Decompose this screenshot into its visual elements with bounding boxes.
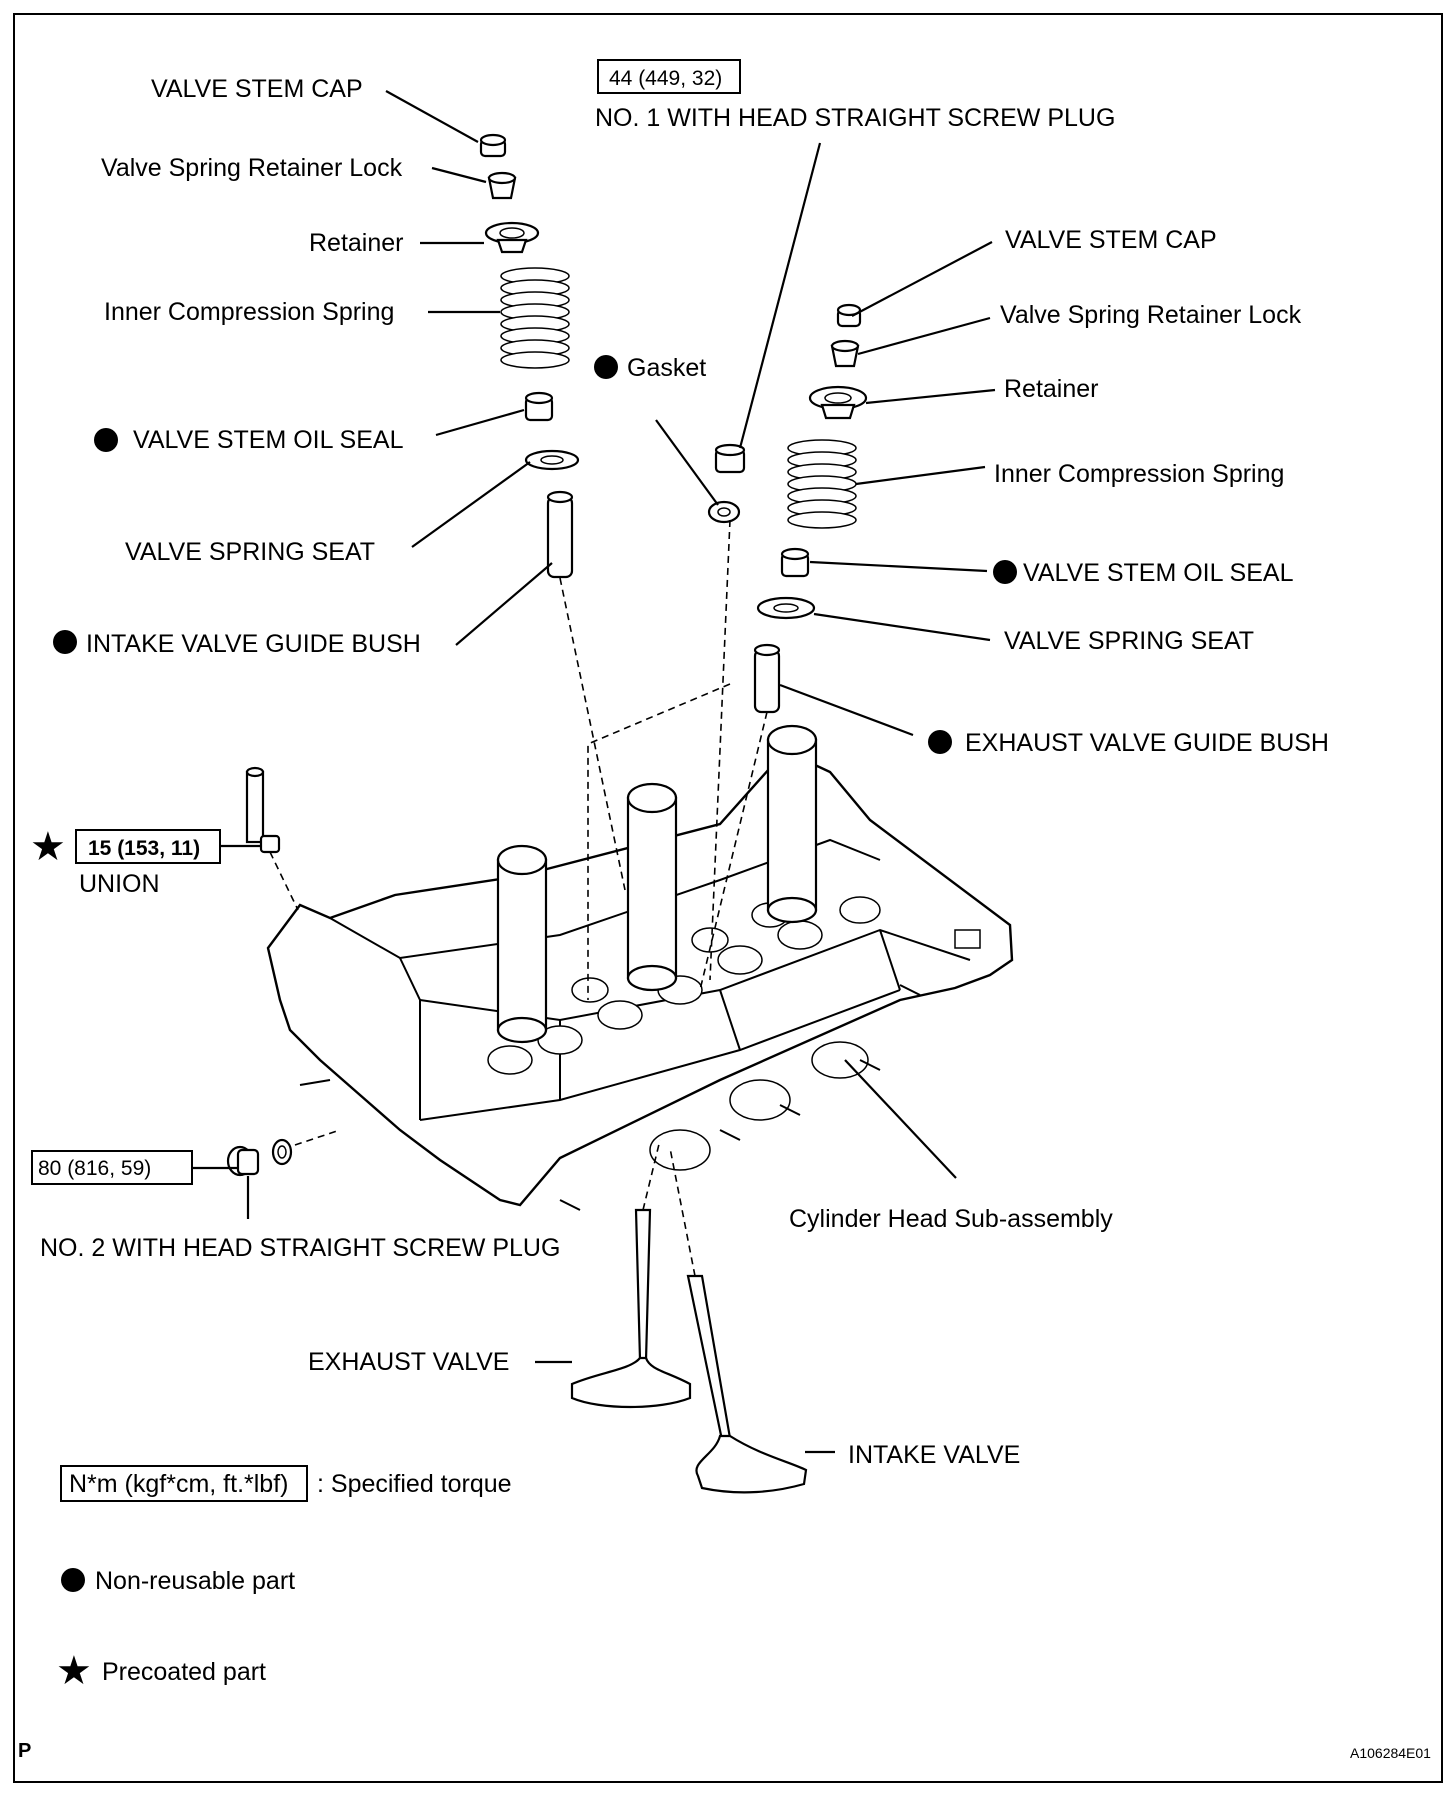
corner-letter: P xyxy=(18,1740,31,1762)
right-spring-coils xyxy=(787,439,857,529)
precoated-star-icon: ★ xyxy=(30,825,66,869)
label-left-spring-seat: VALVE SPRING SEAT xyxy=(125,538,375,566)
intake-valve-part xyxy=(686,1274,808,1494)
exhaust-valve-part xyxy=(570,1208,692,1409)
legend-non-reusable: Non-reusable part xyxy=(95,1567,295,1595)
label-exhaust-guide-bush: EXHAUST VALVE GUIDE BUSH xyxy=(965,729,1329,757)
legend-non-reusable-dot-icon xyxy=(61,1568,85,1592)
cylinder-head-drawing xyxy=(266,724,1014,1211)
label-left-retainer-lock: Valve Spring Retainer Lock xyxy=(101,154,403,182)
torque-value-union: 15 (153, 11) xyxy=(88,837,200,860)
legend-torque-box xyxy=(60,1465,308,1502)
label-intake-valve: INTAKE VALVE xyxy=(848,1441,1020,1469)
label-right-valve-stem-cap: VALVE STEM CAP xyxy=(1005,226,1217,254)
guide-towers xyxy=(496,724,818,1044)
torque-value-screw-plug-2: 80 (816, 59) xyxy=(38,1157,151,1180)
torque-box-screw-plug-1 xyxy=(597,59,741,94)
left-valve-stack xyxy=(479,133,580,579)
label-screw-plug-2: NO. 2 WITH HEAD STRAIGHT SCREW PLUG xyxy=(40,1234,560,1262)
torque-value-screw-plug-1: 44 (449, 32) xyxy=(609,67,722,90)
torque-box-screw-plug-2 xyxy=(31,1150,193,1185)
leader-lines xyxy=(193,90,996,1454)
screw-plug-2-part xyxy=(226,1138,293,1177)
non-reusable-dot-icon xyxy=(993,560,1017,584)
assembly-dash-lines xyxy=(269,519,768,1277)
figure-code: A106284E01 xyxy=(1350,1745,1431,1761)
diagram-border xyxy=(13,13,1443,1783)
non-reusable-dot-icon xyxy=(94,428,118,452)
legend-torque-desc: : Specified torque xyxy=(317,1470,512,1498)
label-left-inner-spring: Inner Compression Spring xyxy=(104,298,394,326)
label-left-retainer: Retainer xyxy=(309,229,404,257)
legend-torque-unit: N*m (kgf*cm, ft.*lbf) xyxy=(69,1470,288,1498)
label-union: UNION xyxy=(79,870,160,898)
label-intake-guide-bush: INTAKE VALVE GUIDE BUSH xyxy=(86,630,421,658)
non-reusable-dot-icon xyxy=(594,355,618,379)
legend-precoated: Precoated part xyxy=(102,1658,266,1686)
label-screw-plug-1: NO. 1 WITH HEAD STRAIGHT SCREW PLUG xyxy=(595,104,1115,132)
torque-box-union xyxy=(75,829,221,864)
label-right-retainer: Retainer xyxy=(1004,375,1099,403)
label-left-valve-stem-cap: VALVE STEM CAP xyxy=(151,75,363,103)
legend: N*m (kgf*cm, ft.*lbf) : Specified torque… xyxy=(56,1465,512,1693)
non-reusable-dot-icon xyxy=(53,630,77,654)
label-right-spring-seat: VALVE SPRING SEAT xyxy=(1004,627,1254,655)
label-right-inner-spring: Inner Compression Spring xyxy=(994,460,1284,488)
label-cylinder-head: Cylinder Head Sub-assembly xyxy=(789,1205,1113,1233)
right-valve-stack xyxy=(707,303,868,714)
label-left-oil-seal: VALVE STEM OIL SEAL xyxy=(133,426,404,454)
union-part xyxy=(245,766,281,854)
label-right-retainer-lock: Valve Spring Retainer Lock xyxy=(1000,301,1302,329)
label-right-oil-seal: VALVE STEM OIL SEAL xyxy=(1023,559,1294,587)
legend-precoated-star-icon: ★ xyxy=(56,1649,92,1693)
left-spring-coils xyxy=(500,267,570,369)
label-gasket: Gasket xyxy=(627,354,706,382)
non-reusable-dot-icon xyxy=(928,730,952,754)
label-exhaust-valve: EXHAUST VALVE xyxy=(308,1348,509,1376)
